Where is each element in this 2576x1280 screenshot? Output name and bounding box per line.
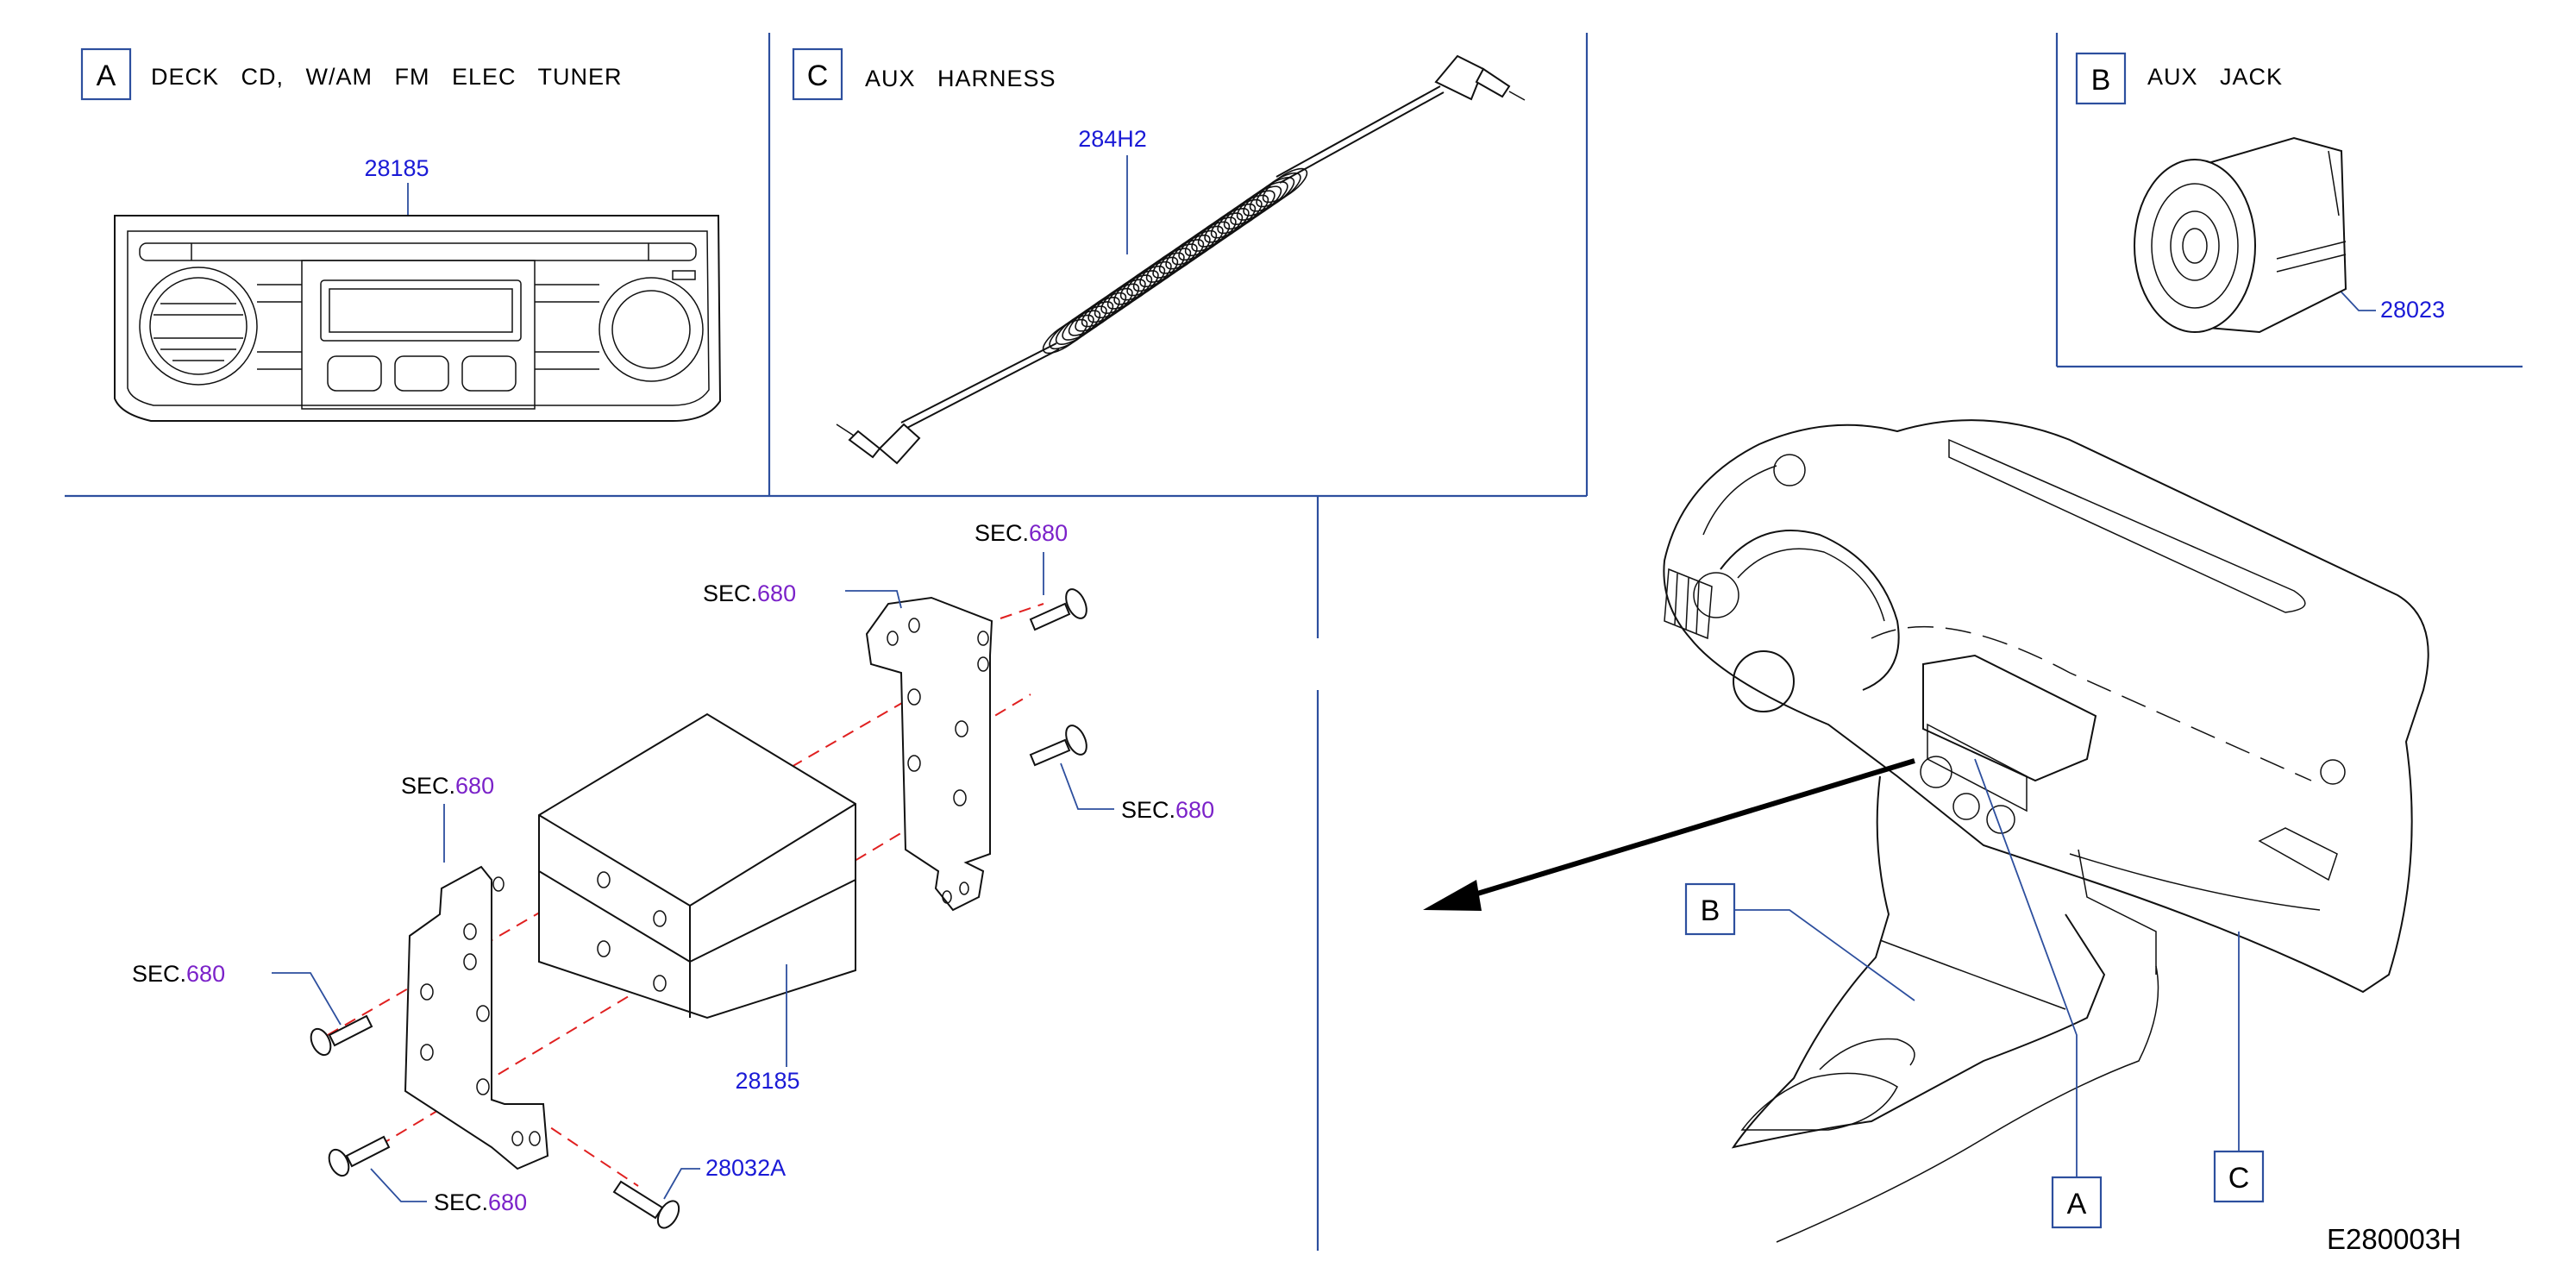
aux-jack-illustration	[2134, 136, 2347, 334]
svg-text:SEC.680: SEC.680	[703, 580, 796, 606]
mounting-assembly: SEC.680 SEC.680 SEC.680 SEC.680 SEC.680 …	[132, 520, 1214, 1229]
callout-b-letter: B	[1701, 894, 1720, 927]
panel-c-part-number: 284H2	[1078, 126, 1147, 152]
panel-frames	[65, 33, 2523, 1251]
screw-lower-left	[328, 1135, 391, 1177]
coil-loop	[1223, 194, 1269, 230]
head-unit-part-number: 28185	[735, 1068, 799, 1094]
left-bracket	[404, 865, 549, 1170]
callout-b-box	[1684, 882, 1736, 936]
screw-part-number: 28032A	[705, 1155, 786, 1181]
coil-loop	[1249, 177, 1295, 212]
coil-loop	[1055, 310, 1101, 345]
coil-loop	[1230, 190, 1275, 225]
head-unit-box	[538, 712, 856, 1020]
screw-left	[310, 1014, 373, 1057]
coil-loop	[1075, 297, 1120, 332]
coil-loop	[1094, 283, 1140, 319]
svg-text:SEC.680: SEC.680	[434, 1189, 527, 1215]
coil-loop	[1152, 243, 1198, 279]
screw-upper-right	[1029, 588, 1087, 631]
coil-loop	[1191, 216, 1237, 252]
coil-loop	[1049, 314, 1094, 350]
sec-label-left: SEC.680	[132, 961, 342, 1026]
panel-a-letter: A	[97, 60, 116, 92]
coil-loop	[1184, 221, 1231, 257]
panel-a-letter-box	[80, 47, 132, 101]
radio-deck-illustration	[114, 215, 722, 422]
coil-loop	[1106, 274, 1153, 310]
sec-label-right: SEC.680	[1060, 762, 1214, 823]
sec-label-bottom: SEC.680	[370, 1168, 527, 1215]
panel-b-letter-box	[2075, 52, 2127, 105]
svg-text:SEC.680: SEC.680	[401, 773, 494, 799]
panel-b-part-number: 28023	[2380, 297, 2445, 323]
callout-a-letter: A	[2067, 1188, 2087, 1220]
coil-loop	[1210, 203, 1257, 239]
sec-label-top-right: SEC.680	[975, 520, 1068, 595]
coil-loop	[1068, 301, 1114, 336]
screw-bottom	[612, 1180, 680, 1229]
panel-a-title: DECK CD, W/AM FM ELEC TUNER	[151, 64, 623, 90]
coil-loop	[1262, 167, 1308, 204]
coil-loop	[1204, 208, 1250, 243]
callout-c-box	[2213, 1150, 2265, 1203]
panel-b: B AUX JACK 28023	[2075, 52, 2445, 334]
coil-loop	[1217, 198, 1263, 235]
coil-loop	[1100, 279, 1146, 314]
coil-loop	[1081, 292, 1127, 328]
panel-c: C AUX HARNESS 284H2	[792, 47, 1526, 465]
callout-a-box	[2051, 1176, 2103, 1229]
coil-loop	[1119, 265, 1166, 301]
right-bracket	[865, 596, 993, 912]
coil-loop	[1042, 318, 1088, 355]
panel-c-letter: C	[807, 60, 829, 92]
panel-a: A DECK CD, W/AM FM ELEC TUNER 28185	[80, 47, 722, 422]
coil-loop	[1178, 225, 1224, 261]
coil-loop	[1126, 260, 1172, 297]
coil-loop	[1197, 212, 1244, 248]
drawing-code: E280003H	[2327, 1223, 2461, 1255]
panel-c-letter-box	[792, 47, 843, 101]
coil-loop	[1145, 248, 1192, 283]
coil-loop	[1236, 185, 1282, 221]
coiled-cable	[1042, 167, 1308, 355]
coil-loop	[1062, 305, 1107, 341]
dashboard-illustration	[1663, 419, 2429, 1243]
coil-loop	[1132, 256, 1179, 292]
callout-c-letter: C	[2228, 1162, 2250, 1195]
panel-b-letter: B	[2091, 64, 2111, 97]
coil-loop	[1165, 234, 1211, 270]
coil-loop	[1113, 270, 1159, 305]
coil-loop	[1171, 229, 1218, 266]
coil-loop	[1243, 181, 1288, 216]
sec-label-upper: SEC.680	[703, 580, 902, 609]
location-arrow	[1423, 758, 1915, 911]
sec-label-left-upper: SEC.680	[401, 773, 494, 863]
panel-b-title: AUX JACK	[2147, 64, 2283, 90]
panel-a-part-number: 28185	[364, 155, 429, 181]
screw-mid-right	[1029, 725, 1087, 767]
svg-text:SEC.680: SEC.680	[132, 961, 225, 987]
panel-c-title: AUX HARNESS	[865, 66, 1056, 91]
coil-loop	[1139, 252, 1185, 288]
svg-text:SEC.680: SEC.680	[1121, 797, 1214, 823]
coil-loop	[1256, 172, 1301, 208]
coil-loop	[1087, 287, 1133, 323]
dashboard-callouts: B A C	[1684, 758, 2265, 1229]
coil-loop	[1158, 239, 1205, 274]
aux-harness-illustration	[836, 54, 1526, 465]
svg-text:SEC.680: SEC.680	[975, 520, 1068, 546]
